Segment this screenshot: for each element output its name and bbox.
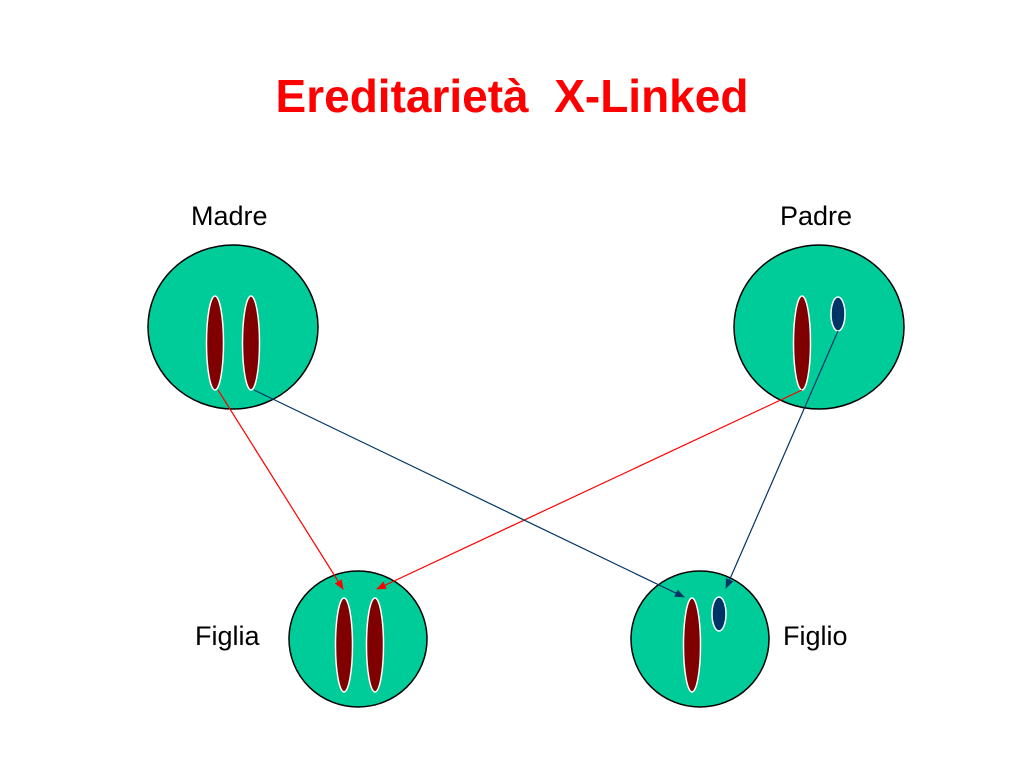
arrow-father-to-daughter xyxy=(376,389,803,590)
mother-x-chromosome-2 xyxy=(241,295,261,391)
daughter-x-chromosome-1 xyxy=(334,597,354,693)
mother-x-chromosome-1 xyxy=(205,295,225,391)
father-y-chromosome xyxy=(830,296,846,332)
arrow-mother-to-son xyxy=(253,389,685,598)
son-label: Figlio xyxy=(783,621,848,651)
daughter-cell xyxy=(288,570,428,708)
arrow-father-to-son xyxy=(725,330,839,589)
daughter-x-chromosome-2 xyxy=(365,597,385,693)
son-x-chromosome xyxy=(682,597,702,693)
father-cell xyxy=(733,244,905,410)
daughter-label: Figlia xyxy=(195,621,260,651)
mother-label: Madre xyxy=(191,201,268,231)
arrow-mother-to-daughter xyxy=(217,389,344,590)
father-label: Padre xyxy=(780,201,853,231)
slide-title: Ereditarietà X-Linked xyxy=(275,70,749,122)
father-x-chromosome xyxy=(792,295,812,391)
son-y-chromosome xyxy=(711,596,727,632)
mother-cell xyxy=(147,244,319,410)
